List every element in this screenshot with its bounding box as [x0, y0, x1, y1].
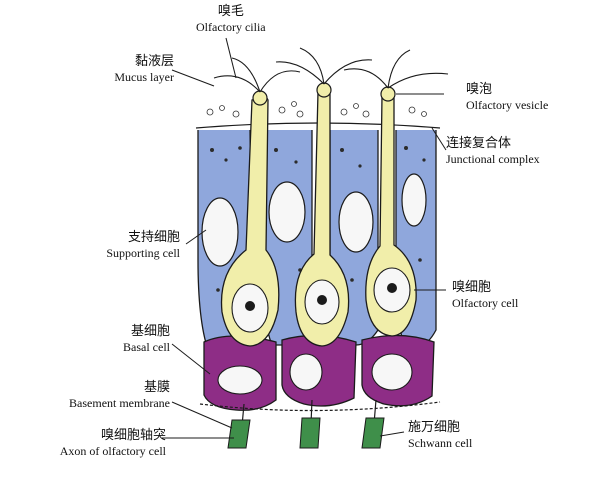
basal-nuclei — [217, 353, 413, 395]
label-olfactory-vesicle-en: Olfactory vesicle — [466, 98, 549, 112]
label-schwann-cell: 施万细胞 Schwann cell — [408, 420, 472, 450]
label-mucus-layer-en: Mucus layer — [114, 70, 174, 84]
leader-lines — [162, 37, 447, 439]
label-olfactory-vesicle: 嗅泡 Olfactory vesicle — [466, 82, 548, 112]
label-axon-zh: 嗅细胞轴突 — [100, 428, 166, 443]
label-olfactory-cilia-en: Olfactory cilia — [196, 20, 266, 34]
label-olfactory-cell-en: Olfactory cell — [452, 296, 519, 310]
label-olfactory-cilia: 嗅毛 Olfactory cilia — [196, 4, 266, 34]
olfactory-cell-1 — [220, 94, 280, 347]
label-basement-membrane-en: Basement membrane — [69, 396, 170, 410]
label-basement-membrane: 基膜 Basement membrane — [30, 380, 170, 410]
label-junctional-complex: 连接复合体 Junctional complex — [446, 136, 540, 166]
label-mucus-layer: 黏液层 Mucus layer — [90, 54, 174, 84]
label-olfactory-cilia-zh: 嗅毛 — [217, 4, 244, 19]
schwann-cells — [227, 417, 385, 449]
label-basement-membrane-zh: 基膜 — [143, 380, 170, 395]
label-basal-cell: 基细胞 Basal cell — [96, 324, 170, 354]
label-olfactory-cell: 嗅细胞 Olfactory cell — [452, 280, 518, 310]
label-junctional-complex-en: Junctional complex — [446, 152, 540, 166]
label-axon: 嗅细胞轴突 Axon of olfactory cell — [20, 428, 166, 458]
supporting-granules — [210, 146, 426, 302]
label-olfactory-cell-zh: 嗅细胞 — [452, 280, 492, 295]
olfactory-cilia — [213, 47, 449, 93]
label-mucus-layer-zh: 黏液层 — [134, 54, 174, 69]
olfactory-vesicles — [252, 82, 396, 106]
label-junctional-complex-zh: 连接复合体 — [446, 136, 512, 151]
nucleoli — [245, 283, 397, 311]
label-supporting-cell-zh: 支持细胞 — [127, 230, 180, 245]
label-basal-cell-en: Basal cell — [123, 340, 170, 354]
label-supporting-cell: 支持细胞 Supporting cell — [80, 230, 180, 260]
label-schwann-cell-en: Schwann cell — [408, 436, 473, 450]
supporting-nuclei — [201, 173, 427, 267]
label-olfactory-vesicle-zh: 嗅泡 — [466, 82, 493, 97]
label-axon-en: Axon of olfactory cell — [59, 444, 166, 458]
label-basal-cell-zh: 基细胞 — [130, 324, 170, 339]
label-supporting-cell-en: Supporting cell — [106, 246, 180, 260]
basement-membrane-line — [199, 401, 441, 412]
label-schwann-cell-zh: 施万细胞 — [408, 420, 461, 435]
